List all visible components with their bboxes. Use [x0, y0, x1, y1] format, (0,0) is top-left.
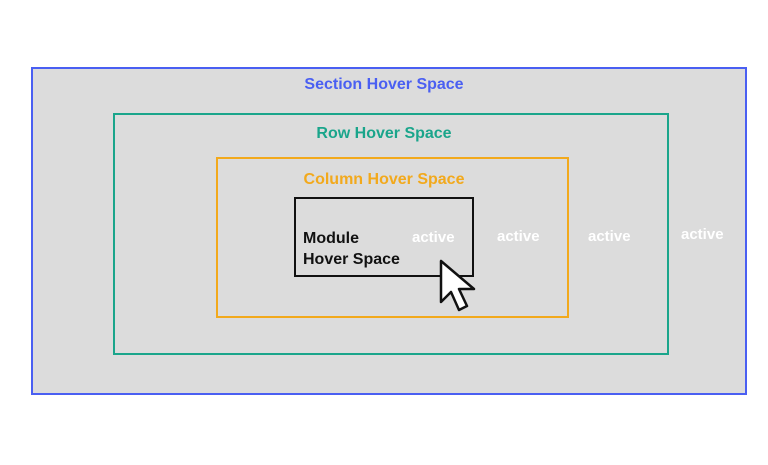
column-title: Column Hover Space	[303, 171, 465, 188]
section-title: Section Hover Space	[304, 76, 464, 93]
module-title-line1: Module	[303, 230, 359, 247]
column-hover-space[interactable]	[216, 157, 569, 318]
row-hover-space[interactable]	[113, 113, 669, 355]
module-title-line2: Hover Space	[303, 251, 400, 268]
section-active-label: active	[681, 226, 724, 243]
module-active-label: active	[412, 229, 455, 246]
module-title: Module Hover Space	[303, 228, 400, 270]
mouse-pointer-icon	[439, 259, 476, 312]
row-title: Row Hover Space	[316, 125, 452, 142]
row-active-label: active	[588, 228, 631, 245]
section-hover-space[interactable]	[31, 67, 747, 395]
module-hover-space[interactable]	[294, 197, 474, 277]
column-active-label: active	[497, 228, 540, 245]
